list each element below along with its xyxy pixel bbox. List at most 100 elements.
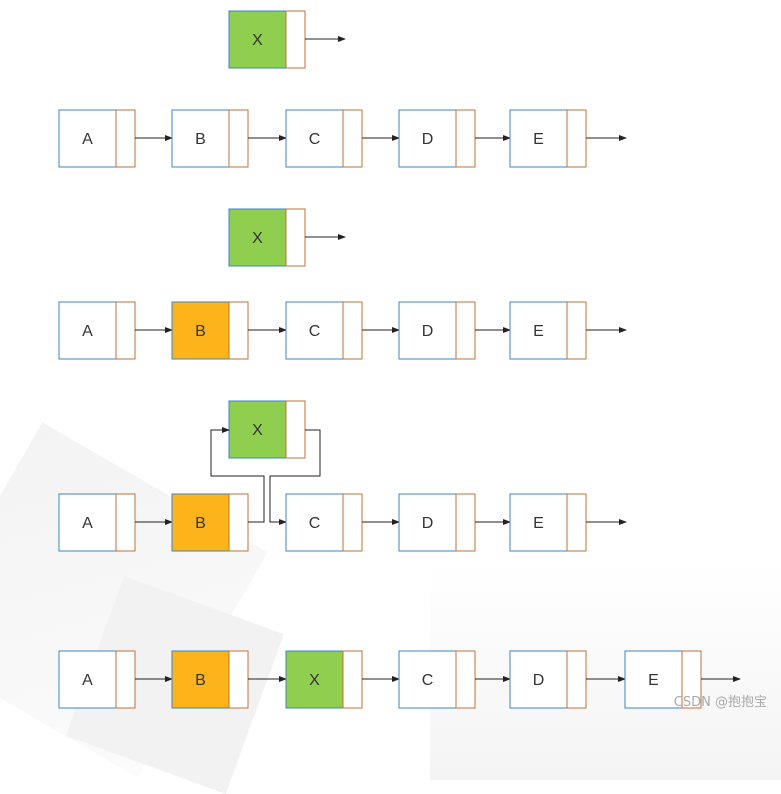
node-data-cell [285, 493, 344, 552]
node-label: A [82, 515, 93, 532]
list-node: E [509, 301, 587, 360]
node-label: B [195, 323, 206, 340]
node-label: A [82, 131, 93, 148]
linked-list-row: A B C D [58, 427, 627, 552]
node-data-cell [509, 650, 568, 709]
node-pointer-cell [228, 493, 249, 552]
linked-list-row: A B X C D [58, 650, 741, 709]
node-label: X [309, 672, 320, 689]
list-node: B [171, 109, 249, 168]
node-label: D [422, 323, 434, 340]
step-1: X A B C D [58, 10, 627, 168]
node-pointer-cell [455, 301, 476, 360]
node-label: E [648, 672, 659, 689]
node-data-cell [228, 208, 287, 267]
node-label: E [533, 515, 544, 532]
node-label: C [309, 131, 321, 148]
node-data-cell [285, 109, 344, 168]
node-label: A [82, 672, 93, 689]
b-next-to-x-arrow [210, 427, 265, 523]
list-node: D [398, 493, 476, 552]
node-label: C [309, 323, 321, 340]
node-data-cell [398, 109, 457, 168]
list-node: D [398, 109, 476, 168]
node-label: B [195, 672, 206, 689]
node-data-cell [58, 301, 117, 360]
node-label: B [195, 515, 206, 532]
node-data-cell [398, 493, 457, 552]
node-pointer-cell [455, 109, 476, 168]
node-label: E [533, 323, 544, 340]
node-label: E [533, 131, 544, 148]
node-pointer-cell [115, 650, 136, 709]
node-data-cell [171, 109, 230, 168]
list-node: C [285, 109, 363, 168]
node-data-cell [58, 109, 117, 168]
node-pointer-cell [455, 493, 476, 552]
list-node: C [398, 650, 476, 709]
node-label: A [82, 323, 93, 340]
list-node: D [509, 650, 587, 709]
node-data-cell [285, 301, 344, 360]
node-pointer-cell [566, 493, 587, 552]
node-label: D [422, 515, 434, 532]
node-label: D [533, 672, 545, 689]
list-node-inserted: X [285, 650, 363, 709]
node-pointer-cell [566, 650, 587, 709]
list-node: A [58, 109, 136, 168]
node-pointer-cell [228, 650, 249, 709]
list-node: C [285, 301, 363, 360]
node-pointer-cell [115, 109, 136, 168]
linked-list-row: A B C D E [58, 301, 627, 360]
watermark: CSDN @抱抱宝 [673, 695, 767, 710]
node-pointer-cell [342, 650, 363, 709]
node-data-cell [58, 493, 117, 552]
list-node: D [398, 301, 476, 360]
node-label: D [422, 131, 434, 148]
node-data-cell [509, 109, 568, 168]
list-node: E [509, 493, 587, 552]
node-pointer-cell [342, 493, 363, 552]
node-label: B [195, 131, 206, 148]
node-data-cell [285, 650, 344, 709]
node-data-cell [58, 650, 117, 709]
linked-list-row: A B C D E [58, 109, 627, 168]
node-data-cell [398, 301, 457, 360]
node-label: X [252, 230, 263, 247]
node-x-detached: X [228, 10, 346, 69]
node-pointer-cell [566, 109, 587, 168]
step-2: X A B C D [58, 208, 627, 360]
step-4: A B X C D [58, 650, 741, 709]
node-pointer-cell [228, 301, 249, 360]
node-x-detached: X [228, 208, 346, 267]
node-pointer-cell [342, 109, 363, 168]
linked-list-insertion-diagram: X A B C D [58, 10, 741, 709]
node-pointer-cell [115, 493, 136, 552]
node-pointer-cell [115, 301, 136, 360]
node-label: X [252, 422, 263, 439]
node-data-cell [171, 301, 230, 360]
list-node-highlighted: B [171, 301, 249, 360]
node-pointer-cell [285, 10, 306, 69]
list-node: A [58, 301, 136, 360]
list-node: E [509, 109, 587, 168]
node-data-cell [228, 10, 287, 69]
node-data-cell [398, 650, 457, 709]
list-node-highlighted: B [171, 493, 249, 552]
node-data-cell [171, 493, 230, 552]
node-pointer-cell [566, 301, 587, 360]
node-pointer-cell [228, 109, 249, 168]
node-data-cell [509, 301, 568, 360]
node-label: C [309, 515, 321, 532]
node-pointer-cell [455, 650, 476, 709]
x-next-to-c-arrow [269, 429, 321, 525]
node-label: C [422, 672, 434, 689]
step-3: X A B C [58, 400, 627, 552]
list-node: A [58, 650, 136, 709]
list-node: A [58, 493, 136, 552]
node-pointer-cell [285, 208, 306, 267]
node-data-cell [171, 650, 230, 709]
list-node-highlighted: B [171, 650, 249, 709]
node-pointer-cell [285, 400, 306, 459]
list-node: E [624, 650, 702, 709]
